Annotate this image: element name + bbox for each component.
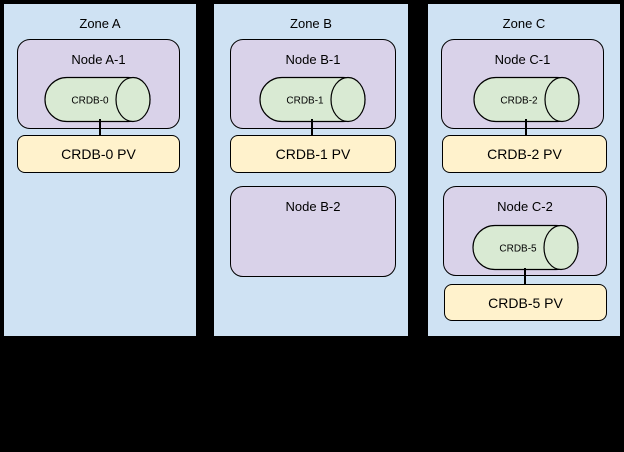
zone-c: Zone C Node C-1 CRDB-2 CRDB-2 PV Node C-… (427, 3, 621, 337)
crdb-2-cylinder-label: CRDB-2 (500, 96, 538, 107)
pv-crdb-0-label: CRDB-0 PV (61, 146, 136, 162)
crdb-5-database-cylinder-icon: CRDB-5 (472, 224, 579, 271)
node-b-1-label: Node B-1 (285, 52, 341, 67)
pv-crdb-1-label: CRDB-1 PV (275, 146, 351, 162)
connector-node-c-1-to-pv (525, 119, 527, 136)
node-c-2: Node C-2 CRDB-5 (443, 186, 607, 276)
pv-crdb-5: CRDB-5 PV (444, 284, 607, 321)
connector-node-b-1-to-pv (311, 119, 313, 136)
node-b-2: Node B-2 (230, 186, 396, 277)
zone-c-label: Zone C (502, 16, 546, 31)
node-c-2-label: Node C-2 (497, 199, 553, 214)
pv-crdb-1: CRDB-1 PV (230, 135, 396, 173)
crdb-5-cylinder-label: CRDB-5 (499, 244, 537, 255)
crdb-1-cylinder-label: CRDB-1 (286, 96, 324, 107)
node-a-1: Node A-1 CRDB-0 (17, 39, 180, 129)
crdb-0-cylinder-label: CRDB-0 (71, 96, 109, 107)
node-c-1-label: Node C-1 (494, 52, 551, 67)
connector-node-a-1-to-pv (99, 119, 101, 136)
pv-crdb-5-label: CRDB-5 PV (488, 294, 563, 311)
pv-crdb-2: CRDB-2 PV (442, 135, 607, 173)
zone-a-label: Zone A (79, 16, 121, 31)
crdb-2-database-cylinder-icon: CRDB-2 (473, 76, 580, 123)
node-b-2-label: Node B-2 (285, 199, 341, 214)
zone-b-label: Zone B (290, 16, 332, 31)
connector-node-c-2-to-pv (524, 268, 526, 285)
zone-b: Zone B Node B-1 CRDB-1 CRDB-1 PV Node B-… (213, 3, 409, 337)
crdb-0-database-cylinder-icon: CRDB-0 (44, 76, 151, 123)
node-c-1: Node C-1 CRDB-2 (441, 39, 604, 129)
zone-a: Zone A Node A-1 CRDB-0 CRDB-0 PV (3, 3, 197, 337)
node-b-1: Node B-1 CRDB-1 (230, 39, 396, 129)
pv-crdb-2-label: CRDB-2 PV (487, 146, 562, 162)
crdb-1-database-cylinder-icon: CRDB-1 (259, 76, 366, 123)
pv-crdb-0: CRDB-0 PV (17, 135, 180, 173)
node-a-1-label: Node A-1 (71, 52, 126, 67)
